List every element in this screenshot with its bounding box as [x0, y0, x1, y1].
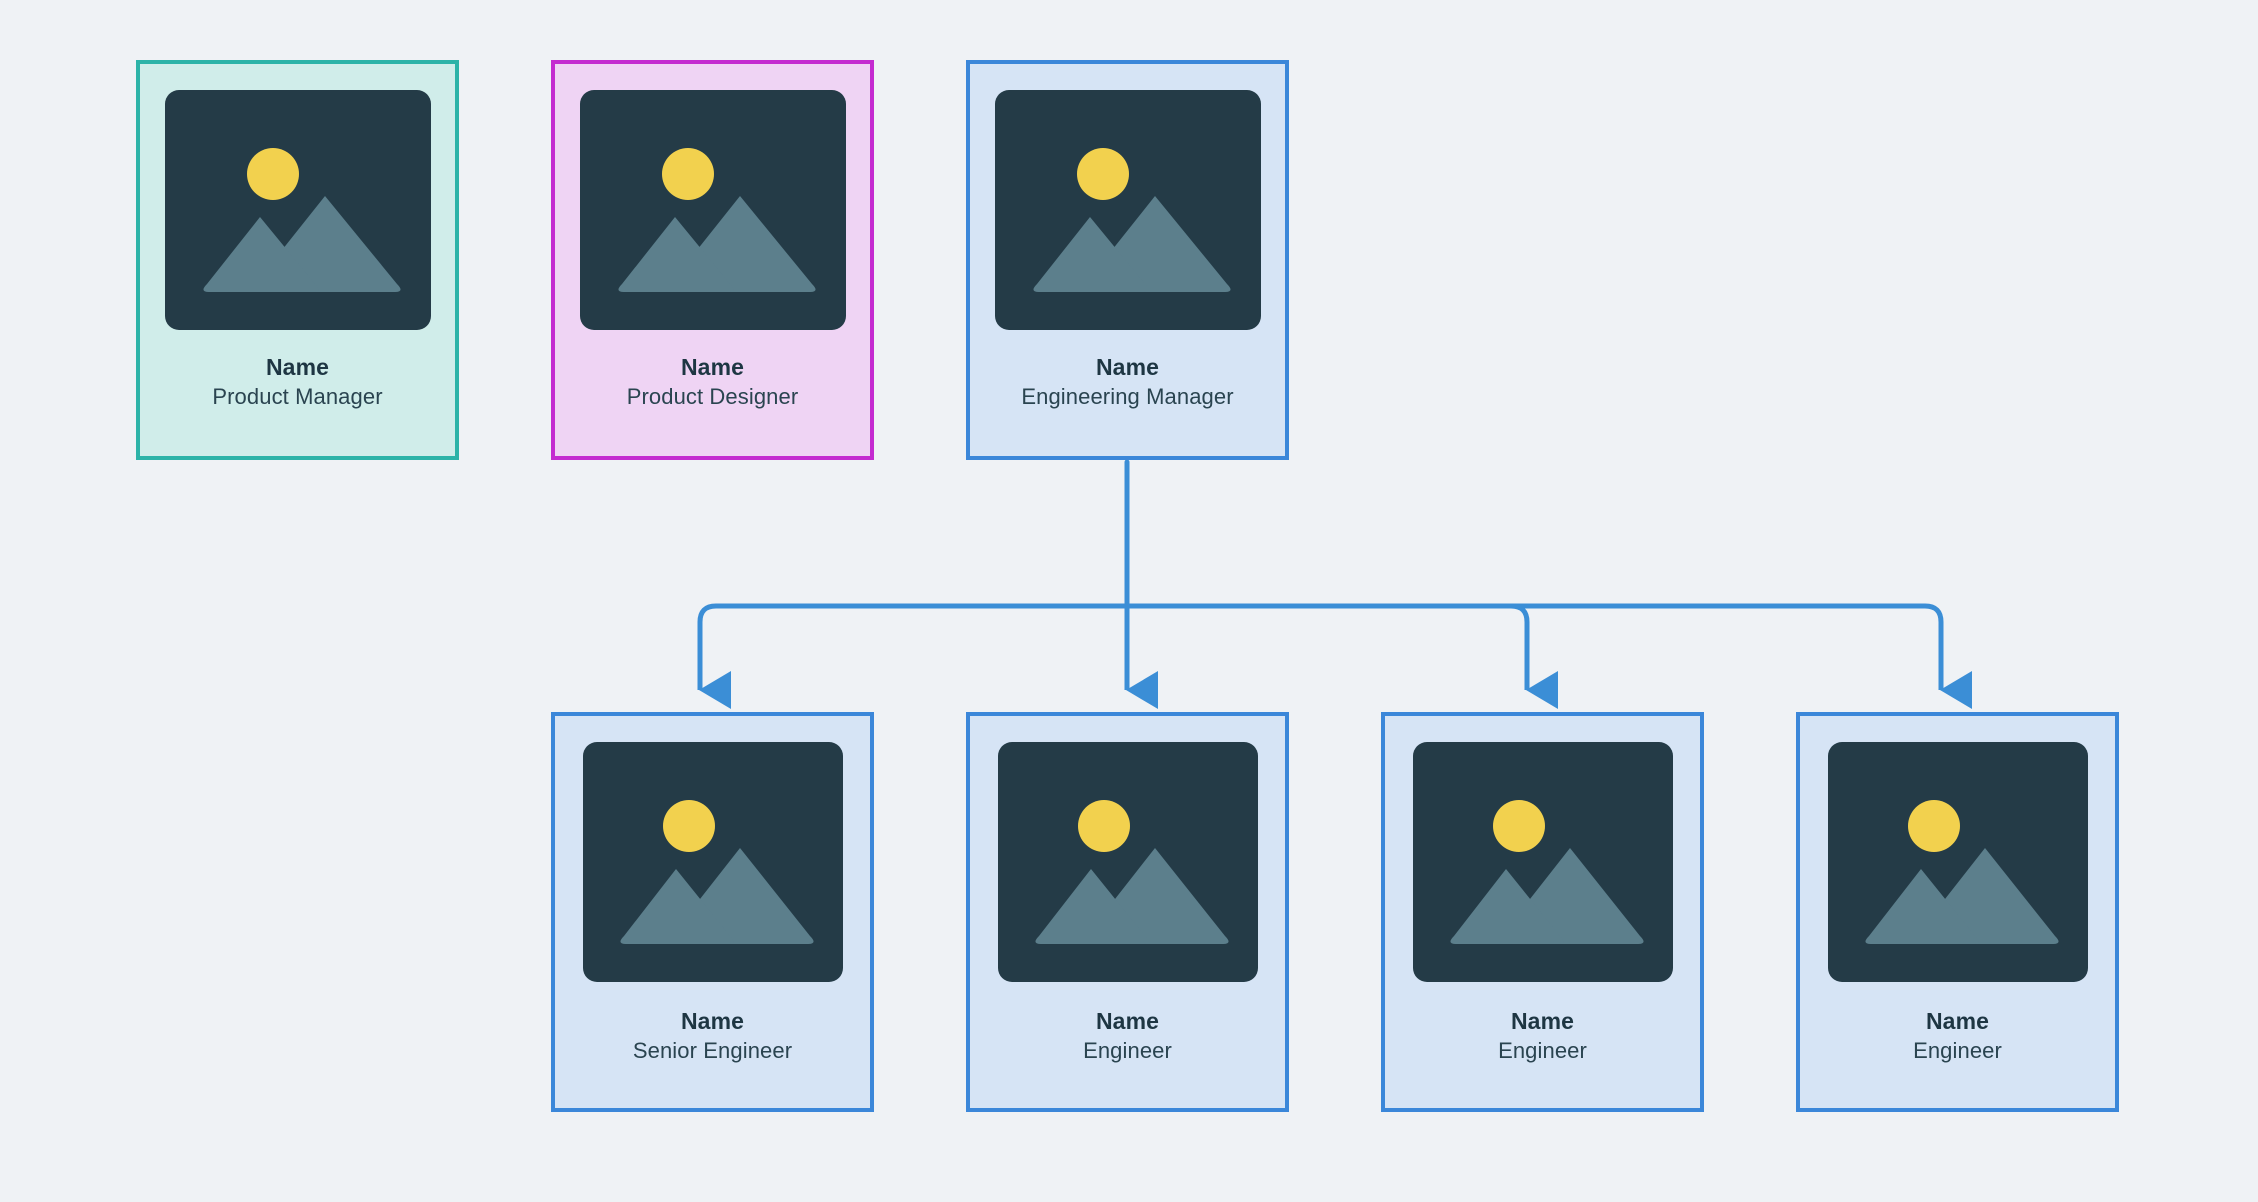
org-card-product-manager[interactable]: Name Product Manager	[136, 60, 459, 460]
avatar-photo	[1827, 742, 2088, 982]
org-card-product-designer[interactable]: Name Product Designer	[551, 60, 874, 460]
card-name: Name	[265, 354, 330, 380]
org-card-engineer-4[interactable]: Name Engineer	[1796, 712, 2119, 1112]
connector-bus	[716, 603, 1925, 609]
card-role: Product Designer	[626, 384, 799, 409]
mountain-front	[1034, 869, 1149, 944]
card-role: Engineer	[1498, 1038, 1587, 1063]
card-text-block: Name Engineering Manager	[970, 352, 1285, 412]
card-text-block: Name Engineer	[970, 1006, 1285, 1066]
sun-icon	[1076, 148, 1129, 200]
org-card-engineering-manager[interactable]: Name Engineering Manager	[966, 60, 1289, 460]
org-card-engineer-2[interactable]: Name Engineer	[966, 712, 1289, 1112]
card-text-block: Name Engineer	[1385, 1006, 1700, 1066]
card-name: Name	[1510, 1008, 1575, 1034]
image-placeholder-icon	[617, 148, 816, 292]
sun-icon	[662, 800, 715, 852]
card-role: Engineer	[1913, 1038, 2002, 1063]
card-role: Engineering Manager	[1021, 384, 1234, 409]
avatar-photo	[994, 90, 1261, 330]
card-name: Name	[680, 1008, 745, 1034]
card-name: Name	[1095, 354, 1160, 380]
sun-icon	[1907, 800, 1960, 852]
connector-branch-3	[1510, 603, 1559, 709]
avatar-photo	[582, 742, 843, 982]
card-text-block: Name Engineer	[1800, 1006, 2115, 1066]
card-name: Name	[680, 354, 745, 380]
avatar-photo	[1412, 742, 1673, 982]
image-placeholder-icon	[619, 800, 814, 944]
image-placeholder-icon	[1032, 148, 1231, 292]
sun-icon	[246, 148, 299, 200]
sun-icon	[661, 148, 714, 200]
connector-branch-1	[697, 603, 732, 709]
image-placeholder-icon	[1034, 800, 1229, 944]
card-text-block: Name Senior Engineer	[555, 1006, 870, 1066]
card-role: Engineer	[1083, 1038, 1172, 1063]
card-role: Product Manager	[212, 384, 383, 409]
card-role: Senior Engineer	[632, 1038, 793, 1063]
mountain-front	[1864, 869, 1979, 944]
image-placeholder-icon	[1449, 800, 1644, 944]
sun-icon	[1492, 800, 1545, 852]
org-card-senior-engineer[interactable]: Name Senior Engineer	[551, 712, 874, 1112]
card-text-block: Name Product Designer	[555, 352, 870, 412]
mountain-front	[1449, 869, 1564, 944]
card-text-block: Name Product Manager	[140, 352, 455, 412]
avatar-photo	[164, 90, 431, 330]
mountain-front	[617, 217, 734, 292]
mountain-front	[619, 869, 734, 944]
card-name: Name	[1095, 1008, 1160, 1034]
avatar-photo	[997, 742, 1258, 982]
mountain-front	[202, 217, 319, 292]
image-placeholder-icon	[202, 148, 401, 292]
mountain-front	[1032, 217, 1149, 292]
image-placeholder-icon	[1864, 800, 2059, 944]
sun-icon	[1077, 800, 1130, 852]
avatar-photo	[579, 90, 846, 330]
card-name: Name	[1925, 1008, 1990, 1034]
connector-branch-4	[1924, 603, 1973, 709]
org-card-engineer-3[interactable]: Name Engineer	[1381, 712, 1704, 1112]
